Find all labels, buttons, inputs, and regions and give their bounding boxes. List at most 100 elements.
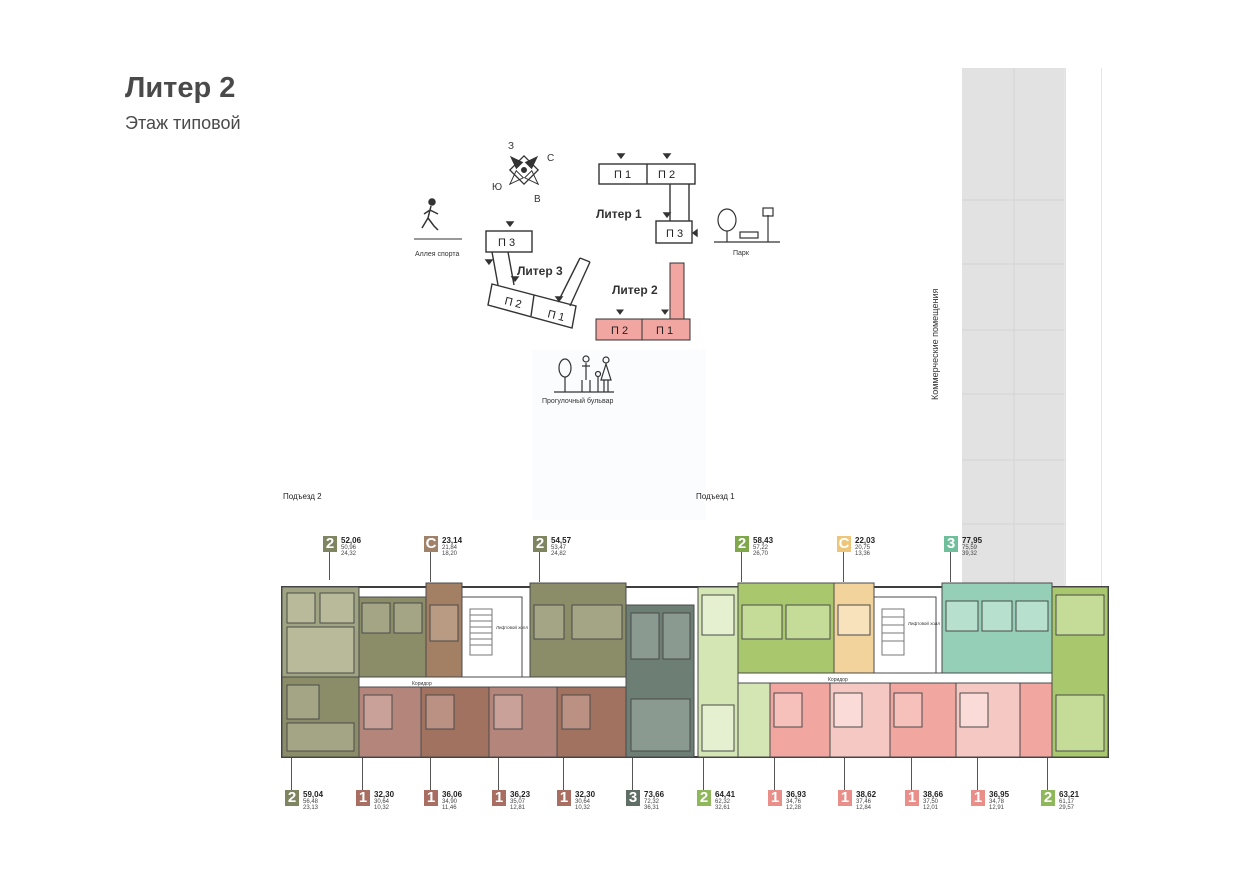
park-icon xyxy=(714,207,780,243)
apt-kitchen: 12,28 xyxy=(786,805,802,811)
apt-living: 37,46 xyxy=(856,799,872,805)
apt-area: 32,30 xyxy=(374,790,395,799)
apt-area: 36,23 xyxy=(510,790,531,799)
apt-living: 37,50 xyxy=(923,799,939,805)
apt-type-badge: 1 xyxy=(356,790,370,806)
callout-line xyxy=(362,758,363,790)
apt-kitchen: 24,82 xyxy=(551,551,567,557)
apt-area: 23,14 xyxy=(442,536,463,545)
compass-icon xyxy=(508,154,540,186)
callout-line xyxy=(703,758,704,790)
apt-area: 52,06 xyxy=(341,536,362,545)
lift-hall-label-1: Лифтовой холл xyxy=(908,620,940,626)
entrance-2-label: Подъезд 2 xyxy=(283,492,322,501)
apt-type-badge: 2 xyxy=(1041,790,1055,806)
apt-type-badge: 2 xyxy=(323,536,337,552)
apt-kitchen: 13,36 xyxy=(855,551,871,557)
apt-type-badge: 3 xyxy=(626,790,640,806)
park-label: Парк xyxy=(733,250,750,257)
callout-line xyxy=(430,758,431,790)
callout-line xyxy=(563,758,564,790)
corridor-label-1: Коридор xyxy=(828,677,848,683)
sport-alley-label: Аллея спорта xyxy=(415,251,460,258)
boulevard-label: Прогулочный бульвар xyxy=(542,397,613,405)
compass-n: С xyxy=(547,153,554,164)
apt-living: 57,22 xyxy=(753,545,769,551)
callout-line xyxy=(430,552,431,582)
apt-living: 30,64 xyxy=(575,799,591,805)
callout-line xyxy=(329,552,330,580)
callout-line xyxy=(632,758,633,790)
liter3-p2: П 2 xyxy=(503,295,522,311)
liter3-label: Литер 3 xyxy=(517,264,563,278)
building-liter3 xyxy=(484,221,591,329)
apt-kitchen: 29,57 xyxy=(1059,805,1075,811)
apt-type-badge: 2 xyxy=(533,536,547,552)
liter2-label: Литер 2 xyxy=(612,283,658,297)
callout-line xyxy=(977,758,978,790)
apt-type-badge: 1 xyxy=(905,790,919,806)
commercial-grid xyxy=(962,68,1066,588)
runner-icon xyxy=(414,198,462,240)
section-1-units xyxy=(697,582,1109,758)
apt-kitchen: 18,20 xyxy=(442,551,458,557)
apt-living: 34,78 xyxy=(989,799,1005,805)
apt-living: 20,75 xyxy=(855,545,871,551)
floor-plan: Коридор Лифтовой холл xyxy=(281,582,1109,758)
section-2-units xyxy=(281,582,695,758)
liter1-p2: П 2 xyxy=(658,169,675,181)
apt-area: 64,41 xyxy=(715,790,736,799)
callout-line xyxy=(844,758,845,790)
building-liter1 xyxy=(598,153,698,244)
apt-type-badge: 1 xyxy=(971,790,985,806)
apt-living: 21,84 xyxy=(442,545,458,551)
callout-line xyxy=(1047,758,1048,790)
apt-type-badge: С xyxy=(837,535,851,552)
apt-area: 36,95 xyxy=(989,790,1010,799)
apt-living: 34,90 xyxy=(442,799,458,805)
liter2-p2: П 2 xyxy=(611,325,628,337)
callout-line xyxy=(950,552,951,582)
apt-living: 30,64 xyxy=(374,799,390,805)
apt-area: 36,06 xyxy=(442,790,463,799)
apt-living: 61,17 xyxy=(1059,799,1075,805)
apt-kitchen: 12,81 xyxy=(510,805,526,811)
apt-living: 56,48 xyxy=(303,799,319,805)
liter2-p1: П 1 xyxy=(656,325,673,337)
callout-line xyxy=(843,552,844,582)
corridor-label-2: Коридор xyxy=(412,681,432,687)
commercial-label: Коммерческие помещения xyxy=(930,288,940,400)
callout-line xyxy=(291,758,292,790)
apt-kitchen: 32,61 xyxy=(715,805,731,811)
compass-w: З xyxy=(508,141,514,152)
apt-kitchen: 24,32 xyxy=(341,551,357,557)
apt-area: 59,04 xyxy=(303,790,324,799)
commercial-block xyxy=(962,68,1066,588)
apt-living: 50,96 xyxy=(341,545,357,551)
callout-line xyxy=(741,552,742,582)
page-subtitle: Этаж типовой xyxy=(125,113,241,133)
liter1-label: Литер 1 xyxy=(596,207,642,221)
apt-kitchen: 10,32 xyxy=(374,805,390,811)
apt-area: 22,03 xyxy=(855,536,876,545)
callout-line xyxy=(498,758,499,790)
apt-area: 38,62 xyxy=(856,790,877,799)
apt-kitchen: 39,32 xyxy=(962,551,978,557)
family-icon xyxy=(554,355,614,393)
apt-type-badge: 2 xyxy=(735,536,749,552)
apt-kitchen: 26,70 xyxy=(753,551,769,557)
apt-kitchen: 11,46 xyxy=(442,805,457,811)
liter1-p1: П 1 xyxy=(614,169,631,181)
apt-kitchen: 10,32 xyxy=(575,805,591,811)
site-map: С Ю З В П 1 П 2 П 3 Литер 1 П 3 П 2 П 1 … xyxy=(414,141,780,405)
callout-line xyxy=(539,552,540,582)
apt-area: 58,43 xyxy=(753,536,774,545)
apt-area: 54,57 xyxy=(551,536,572,545)
apt-area: 32,30 xyxy=(575,790,596,799)
callout-line xyxy=(774,758,775,790)
liter3-p1: П 1 xyxy=(546,308,565,324)
boulevard-area xyxy=(532,350,706,520)
apt-living: 53,47 xyxy=(551,545,567,551)
apt-type-badge: 1 xyxy=(838,790,852,806)
entrance-1-label: Подъезд 1 xyxy=(696,492,735,501)
